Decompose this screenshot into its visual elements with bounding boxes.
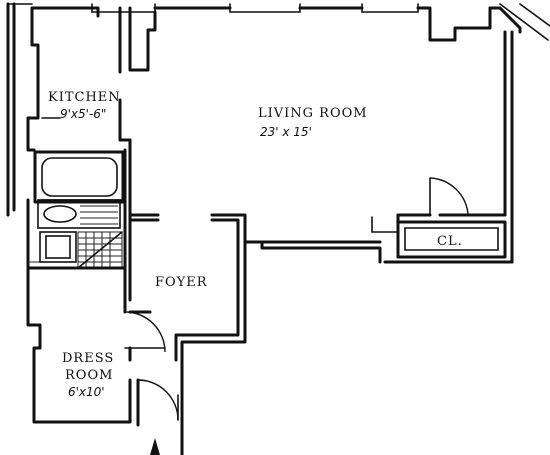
stairs-icon <box>77 231 123 269</box>
right-walls <box>243 30 514 264</box>
entry-door-swing <box>137 379 179 421</box>
closet-door-swing <box>429 177 469 215</box>
kitchen-dims: 9'x5'-6" <box>60 107 106 121</box>
kitchen-walls <box>26 6 157 152</box>
living-foyer-walls <box>123 138 247 455</box>
kitchen-label: KITCHEN <box>48 90 121 105</box>
entrance-arrow-icon <box>150 438 160 455</box>
sink-icon <box>43 205 77 223</box>
bath-area <box>26 150 127 270</box>
living-room-dims: 23' x 15' <box>260 125 312 139</box>
bathtub-icon <box>41 157 118 197</box>
closet-label: CL. <box>437 234 463 249</box>
dress-door-swing <box>124 311 166 353</box>
foyer-label: FOYER <box>155 275 208 290</box>
dress-room-dims: 6'x10' <box>68 385 105 399</box>
dress-room-label-line2: ROOM <box>65 368 113 383</box>
dress-room-label-line1: DRESS <box>62 351 114 366</box>
top-outline <box>6 2 550 217</box>
dress-room-walls <box>26 266 179 427</box>
closet <box>396 177 507 259</box>
living-room-label: LIVING ROOM <box>258 106 368 121</box>
